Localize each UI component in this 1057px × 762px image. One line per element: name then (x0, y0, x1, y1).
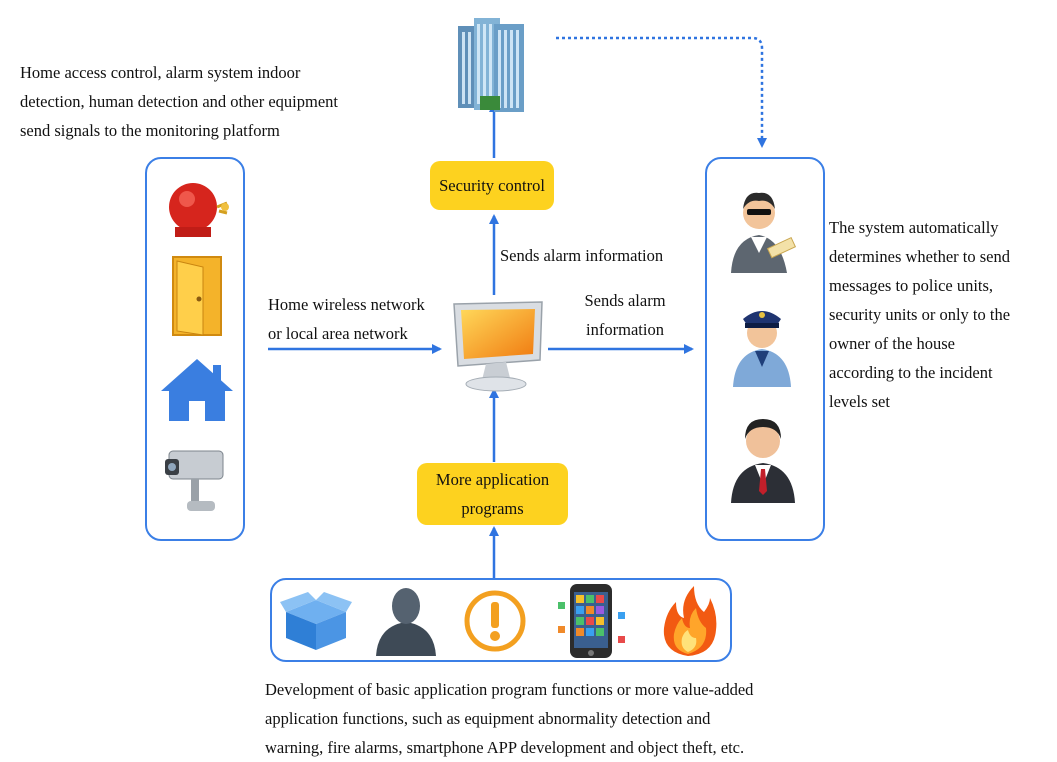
police-officer-icon (733, 311, 791, 387)
alarm-bell-icon (169, 183, 229, 237)
sends-alarm-up-label: Sends alarm information (500, 246, 664, 265)
human-silhouette-icon (376, 588, 436, 656)
homeowner-icon (731, 419, 795, 503)
door-icon (172, 256, 222, 336)
warning-icon (464, 590, 526, 652)
bottom-description: Development of basic application program… (265, 680, 754, 757)
network-label: Home wireless network or local area netw… (268, 295, 425, 343)
fire-icon (663, 586, 717, 656)
security-control-box: Security control (430, 161, 554, 210)
right-description: The system automatically determines whet… (829, 218, 1011, 411)
security-guard-icon (731, 192, 797, 273)
application-icons-panel (270, 578, 732, 662)
top-left-description: Home access control, alarm system indoor… (20, 63, 338, 140)
computer-monitor-icon (453, 301, 543, 392)
sends-alarm-right-label: Sends alarm information (584, 291, 666, 339)
dotted-arrow-server-to-recipients (556, 36, 767, 148)
sensor-devices-panel (145, 157, 245, 541)
smartphone-apps-icon (558, 584, 625, 658)
security-camera-icon (165, 450, 224, 511)
home-icon (161, 359, 233, 421)
box-icon (280, 592, 352, 650)
server-building-icon (458, 18, 524, 112)
alarm-recipients-panel (705, 157, 825, 541)
more-apps-box: More application programs (417, 463, 568, 525)
